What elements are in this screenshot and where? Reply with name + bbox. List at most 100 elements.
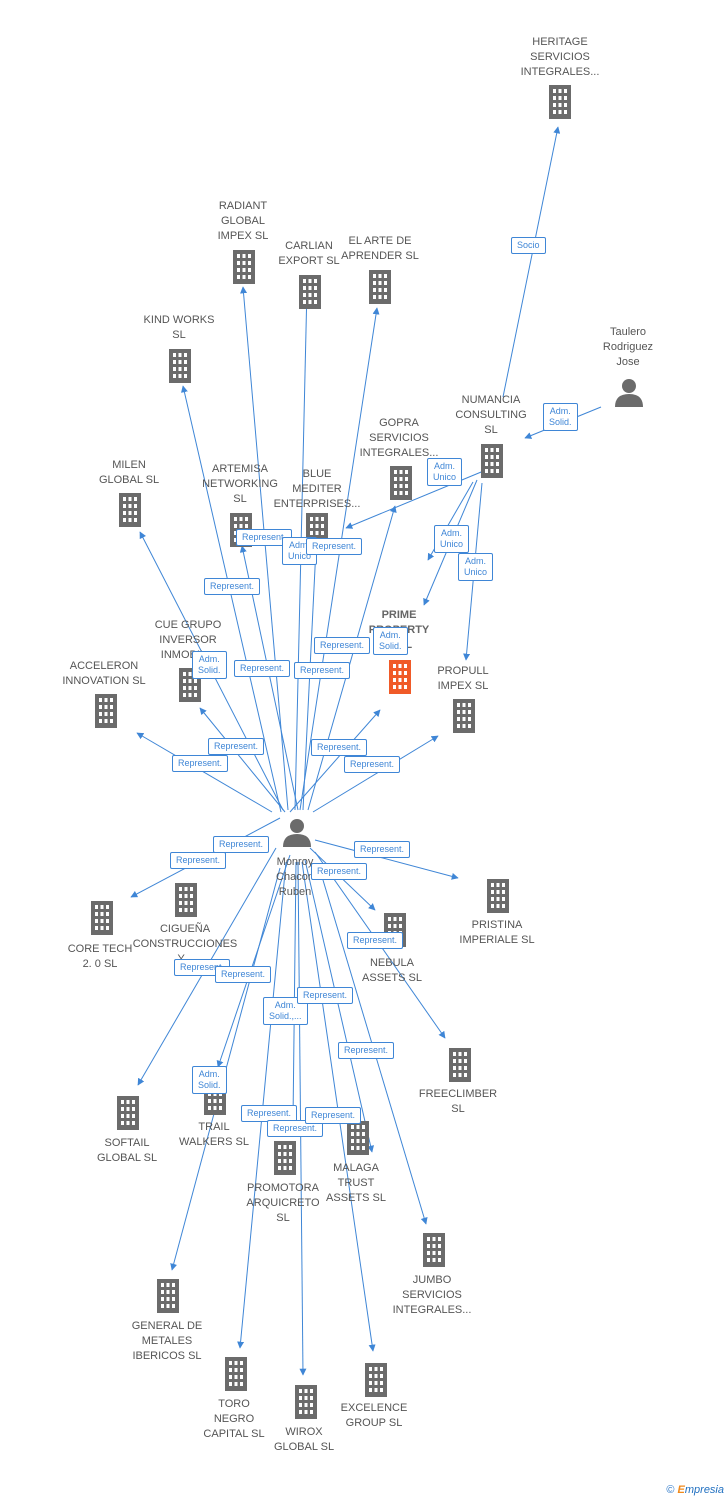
edge-label-18[interactable]: Represent. [344,756,401,773]
building-icon-coretech[interactable] [91,901,113,935]
center-person-icon[interactable] [283,819,311,847]
node-label-taulero[interactable]: Taulero Rodriguez Jose [602,326,654,368]
node-label-toro[interactable]: TORO NEGRO CAPITAL SL [203,1398,265,1440]
edge-30 [301,861,376,1352]
node-label-propull[interactable]: PROPULL IMPEX SL [437,665,489,692]
edge-16 [289,709,381,813]
node-label-excelence[interactable]: EXCELENCE GROUP SL [340,1402,408,1429]
edge-label-4[interactable]: Adm. Unico [434,525,470,553]
building-icon-carlian[interactable] [299,275,321,309]
building-icon-propull[interactable] [453,699,475,733]
building-icon-promotora[interactable] [274,1141,296,1175]
edge-15 [199,707,286,813]
node-label-wirox[interactable]: WIROX GLOBAL SL [273,1426,335,1453]
edge-label-2[interactable]: Adm. Solid. [543,403,578,431]
edge-label-23[interactable]: Represent. [347,932,404,949]
building-icon-acceleron[interactable] [95,694,117,728]
edge-label-20[interactable]: Represent. [170,852,227,869]
edge-label-32[interactable]: Represent. [305,1107,362,1124]
edge-label-19[interactable]: Represent. [213,836,270,853]
building-icon-jumbo[interactable] [423,1233,445,1267]
node-label-trail[interactable]: TRAIL WALKERS SL [179,1121,249,1148]
edge-label-16[interactable]: Represent. [311,739,368,756]
node-label-carlian[interactable]: CARLIAN EXPORT SL [278,240,340,267]
node-label-acceleron[interactable]: ACCELERON INNOVATION SL [62,660,146,687]
node-label-pristina[interactable]: PRISTINA IMPERIALE SL [459,919,535,946]
edge-label-25[interactable]: Represent. [215,966,272,983]
edge-label-11[interactable]: Represent. [314,637,371,654]
building-icon-heritage[interactable] [549,85,571,119]
edge-20 [314,839,459,880]
copyright-symbol: © [666,1484,675,1496]
building-icon-arte[interactable] [369,270,391,304]
building-icon-toro[interactable] [225,1357,247,1391]
edge-7 [345,469,487,529]
node-label-softail[interactable]: SOFTAIL GLOBAL SL [96,1137,158,1164]
node-label-radiant[interactable]: RADIANT GLOBAL IMPEX SL [217,200,269,242]
building-icon-excelence[interactable] [365,1363,387,1397]
edge-label-12[interactable]: Adm. Solid. [192,651,227,679]
node-label-kind[interactable]: KIND WORKS SL [143,314,215,341]
building-icon-kind[interactable] [169,349,191,383]
node-label-cue[interactable]: CUE GRUPO INVERSOR INMOBIL... [154,619,222,661]
edge-label-10[interactable]: Adm. Solid. [373,627,408,655]
edge-label-30[interactable]: Represent. [241,1105,298,1122]
center-person-label[interactable]: Monroy Chacon Ruben [276,856,314,898]
edge-label-27[interactable]: Represent. [297,987,354,1004]
edge-label-3[interactable]: Adm. Unico [427,458,463,486]
edge-label-29[interactable]: Adm. Solid. [192,1066,227,1094]
edge-18 [312,735,439,813]
node-label-milen[interactable]: MILEN GLOBAL SL [98,459,160,486]
edge-label-22[interactable]: Represent. [311,863,368,880]
node-label-artemisa[interactable]: ARTEMISA NETWORKING SL [202,463,278,505]
node-label-numancia[interactable]: NUMANCIA CONSULTING SL [455,394,527,436]
edge-14 [307,505,397,811]
edge-label-13[interactable]: Represent. [234,660,291,677]
edge-label-14[interactable]: Represent. [294,662,351,679]
edge-9 [240,286,289,811]
edge-label-21[interactable]: Represent. [354,841,411,858]
building-icon-freeclimber[interactable] [449,1048,471,1082]
node-label-promotora[interactable]: PROMOTORA ARQUICRETO SL [246,1182,320,1224]
edge-label-28[interactable]: Represent. [338,1042,395,1059]
edge-17 [136,732,273,813]
node-label-coretech[interactable]: CORE TECH 2. 0 SL [67,943,133,970]
node-label-heritage[interactable]: HERITAGE SERVICIOS INTEGRALES... [520,36,600,78]
edge-1 [502,126,561,398]
edge-11 [299,307,380,811]
edge-13 [302,547,320,811]
edge-6 [181,385,282,813]
edge-label-9[interactable]: Represent. [204,578,261,595]
building-icon-milen[interactable] [119,493,141,527]
building-icon-pristina[interactable] [487,879,509,913]
building-icon-gopra[interactable] [390,466,412,500]
edge-label-8[interactable]: Represent. [306,538,363,555]
node-label-gopra[interactable]: GOPRA SERVICIOS INTEGRALES... [359,417,439,459]
node-label-nebula[interactable]: NEBULA ASSETS SL [362,957,422,984]
footer-credit: © Empresia [666,1484,724,1496]
node-label-arte[interactable]: EL ARTE DE APRENDER SL [341,235,419,262]
edge-label-26[interactable]: Adm. Solid.,... [263,997,308,1025]
edge-29 [297,861,307,1376]
edge-label-31[interactable]: Represent. [267,1120,324,1137]
building-icon-ciguena[interactable] [175,883,197,917]
edge-label-15[interactable]: Represent. [208,738,265,755]
edge-label-17[interactable]: Represent. [172,755,229,772]
node-label-general[interactable]: GENERAL DE METALES IBERICOS SL [131,1320,203,1362]
brand-logo[interactable]: Empresia [677,1484,724,1496]
node-label-jumbo[interactable]: JUMBO SERVICIOS INTEGRALES... [392,1274,472,1316]
building-icon-numancia[interactable] [481,444,503,478]
building-icon-general[interactable] [157,1279,179,1313]
edge-25 [304,859,375,1153]
person-icon-taulero[interactable] [615,379,643,407]
edge-26 [289,861,297,1122]
building-icon-malaga[interactable] [347,1121,369,1155]
node-label-blue[interactable]: BLUE MEDITER ENTERPRISES... [273,468,361,510]
node-label-freeclimber[interactable]: FREECLIMBER SL [418,1088,498,1115]
edge-label-1[interactable]: Socio [511,237,546,254]
edge-24 [216,854,291,1068]
edge-label-5[interactable]: Adm. Unico [458,553,494,581]
node-label-malaga[interactable]: MALAGA TRUST ASSETS SL [326,1162,386,1204]
building-icon-softail[interactable] [117,1096,139,1130]
